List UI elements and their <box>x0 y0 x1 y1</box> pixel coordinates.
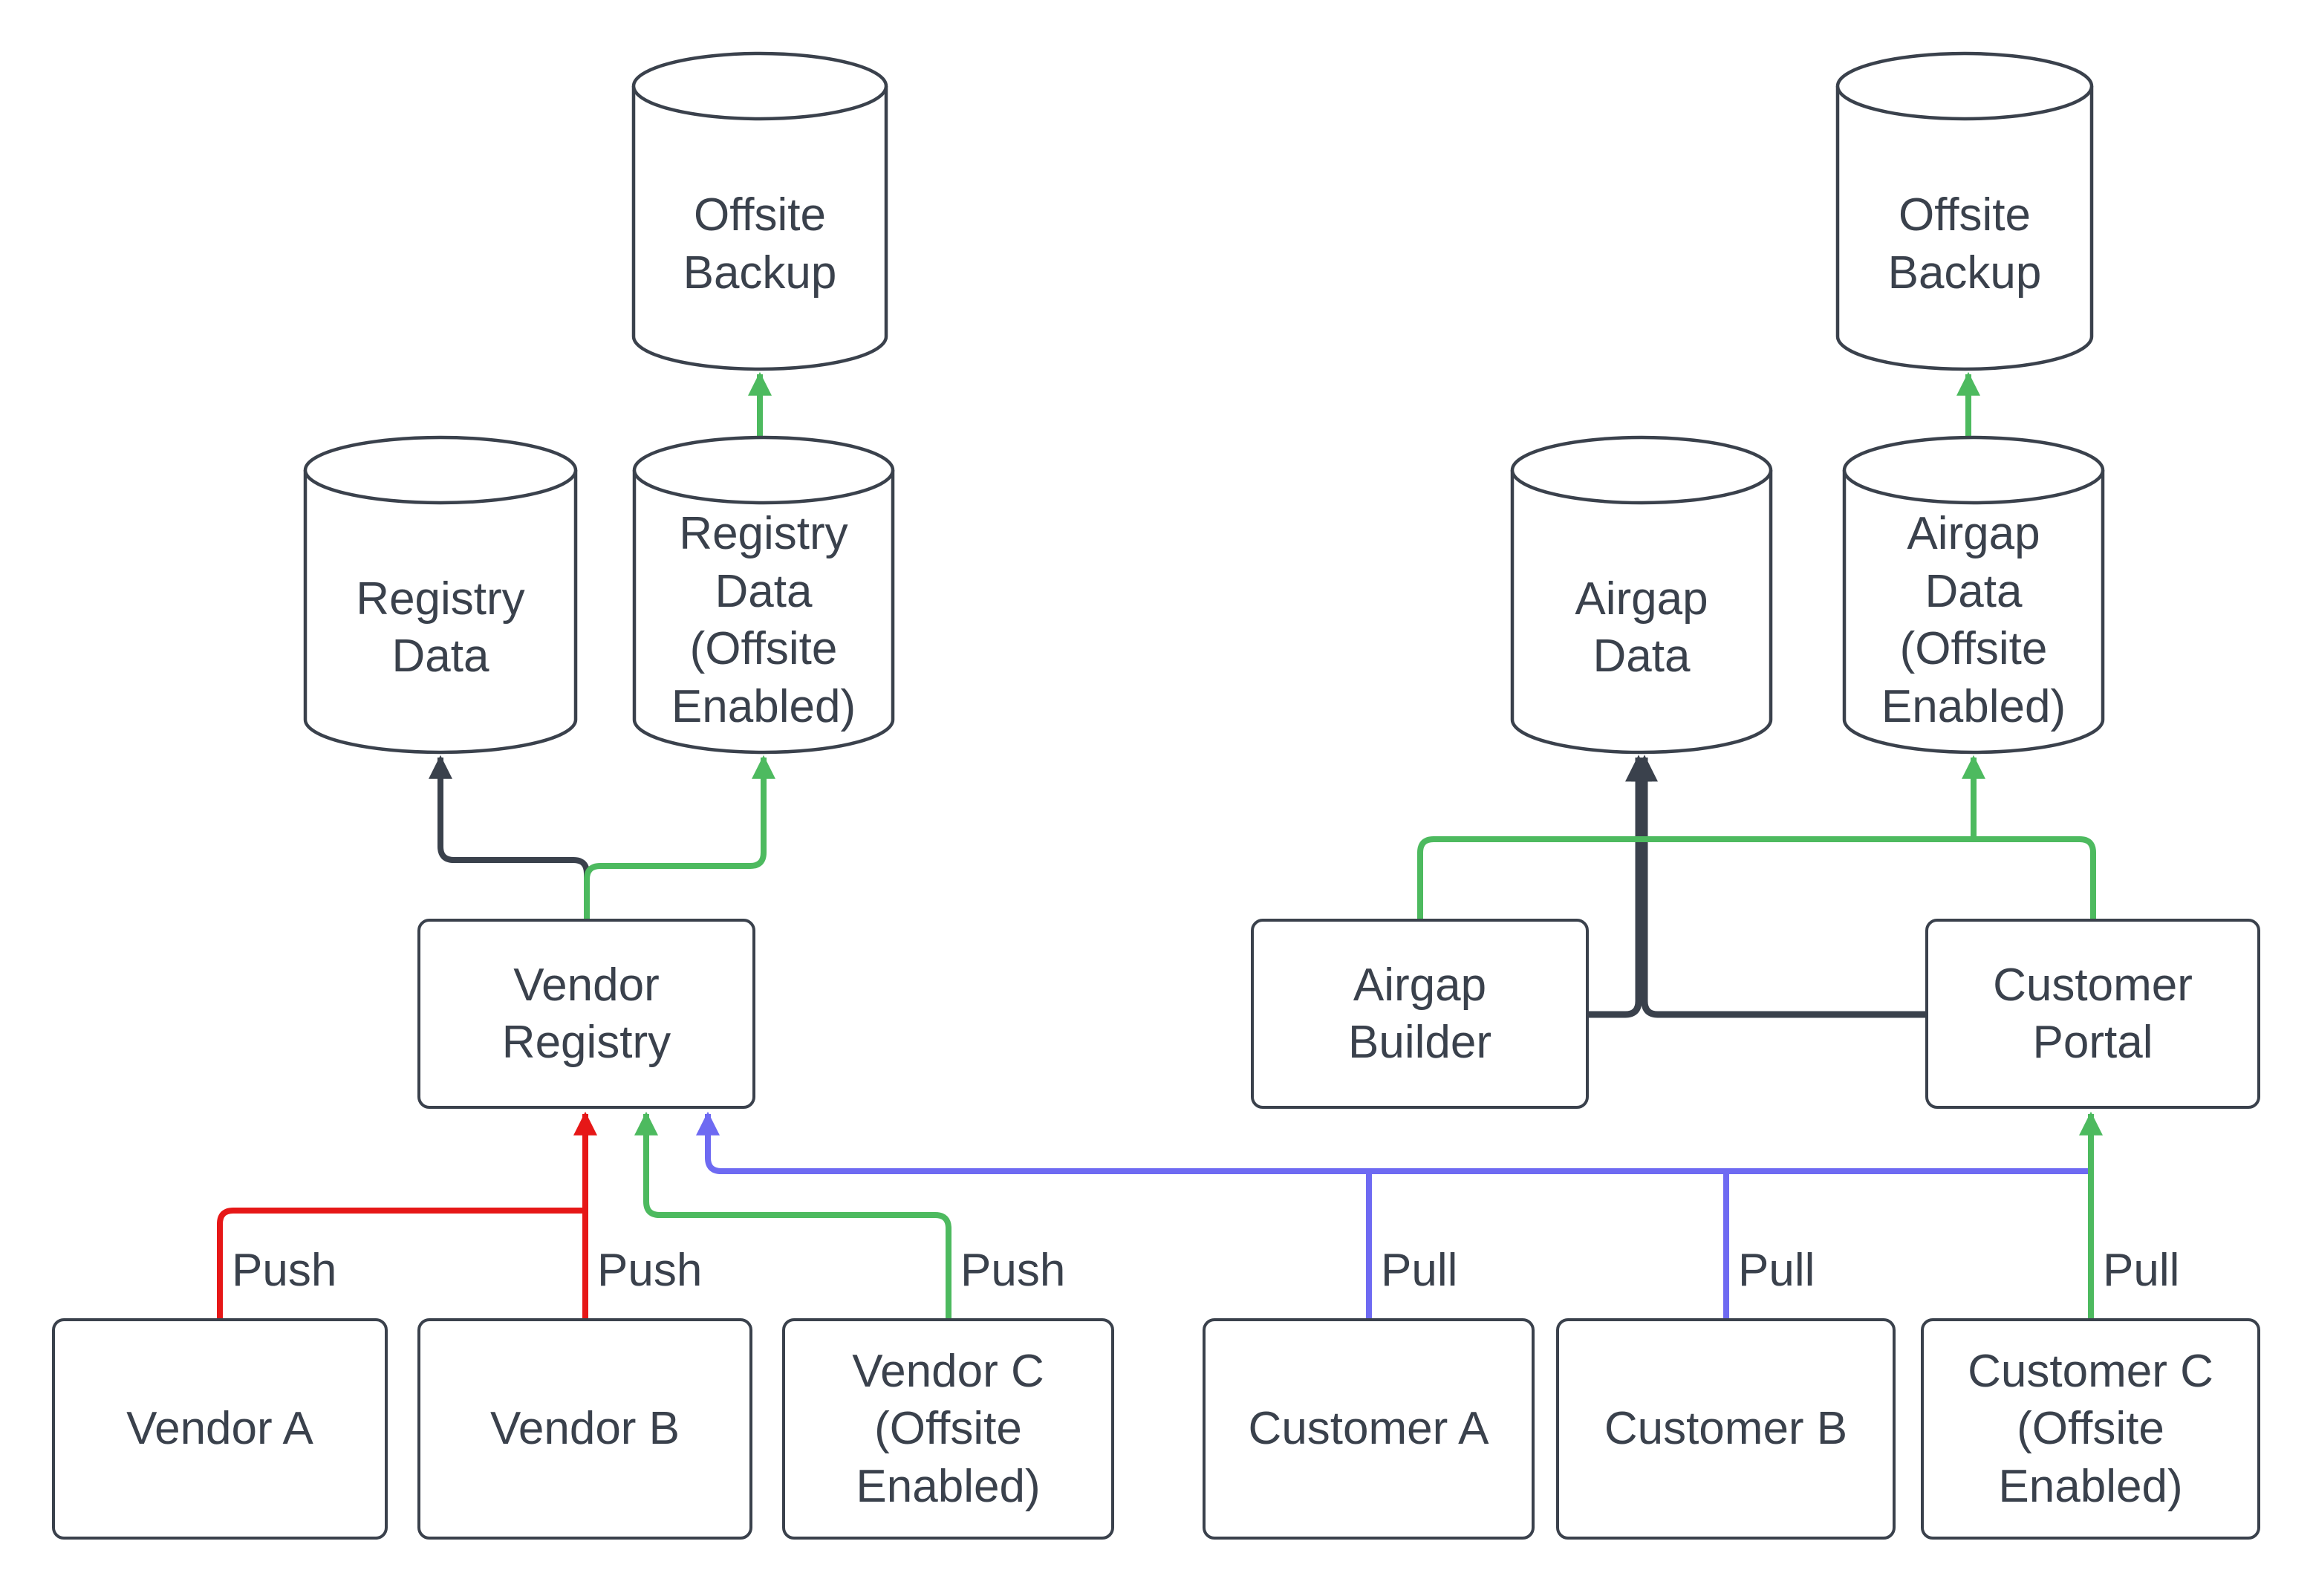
registry-data-cylinder <box>303 435 578 755</box>
airgap-data-cylinder <box>1510 435 1773 755</box>
push-label-vendor-b: Push <box>597 1245 703 1296</box>
vendor-a-label: Vendor A <box>126 1403 313 1455</box>
vendor-a-node: Vendor A <box>52 1318 388 1540</box>
edge-builder-airgap-data <box>1589 755 1652 1018</box>
vendor-c-label: Vendor C (Offsite Enabled) <box>852 1345 1044 1512</box>
customer-portal-node: Customer Portal <box>1925 919 2260 1109</box>
push-label-vendor-a: Push <box>232 1245 337 1296</box>
offsite-backup-left-cylinder <box>631 51 888 371</box>
customer-portal-label: Customer Portal <box>1993 959 2193 1069</box>
customer-a-node: Customer A <box>1203 1318 1535 1540</box>
edge-registry-write-offsite <box>584 755 775 919</box>
offsite-backup-right-cylinder <box>1835 51 2094 371</box>
edge-vendor-c-push <box>634 1111 951 1318</box>
edge-registry-write-dark <box>429 755 590 919</box>
customer-b-node: Customer B <box>1556 1318 1896 1540</box>
customer-c-node: Customer C (Offsite Enabled) <box>1921 1318 2260 1540</box>
vendor-registry-node: Vendor Registry <box>417 919 755 1109</box>
airgap-builder-label: Airgap Builder <box>1348 959 1491 1069</box>
edge-portal-airgap-data <box>1631 755 1925 1018</box>
airgap-data-offsite-cylinder <box>1842 435 2105 755</box>
edge-offsite-bus <box>1417 836 2096 919</box>
registry-data-offsite-cylinder <box>632 435 895 755</box>
customer-b-label: Customer B <box>1604 1403 1848 1455</box>
customer-c-label: Customer C (Offsite Enabled) <box>1968 1345 2213 1512</box>
pull-label-customer-c: Pull <box>2103 1245 2180 1296</box>
pull-label-customer-b: Pull <box>1738 1245 1815 1296</box>
edge-vendor-a-push <box>217 1208 585 1318</box>
customer-a-label: Customer A <box>1248 1403 1489 1455</box>
edge-pull-trunk <box>696 1111 2091 1174</box>
push-label-vendor-c: Push <box>960 1245 1066 1296</box>
vendor-b-label: Vendor B <box>489 1403 680 1455</box>
pull-label-customer-a: Pull <box>1381 1245 1458 1296</box>
airgap-builder-node: Airgap Builder <box>1251 919 1589 1109</box>
vendor-registry-label: Vendor Registry <box>501 959 671 1069</box>
vendor-c-node: Vendor C (Offsite Enabled) <box>782 1318 1114 1540</box>
vendor-b-node: Vendor B <box>417 1318 752 1540</box>
